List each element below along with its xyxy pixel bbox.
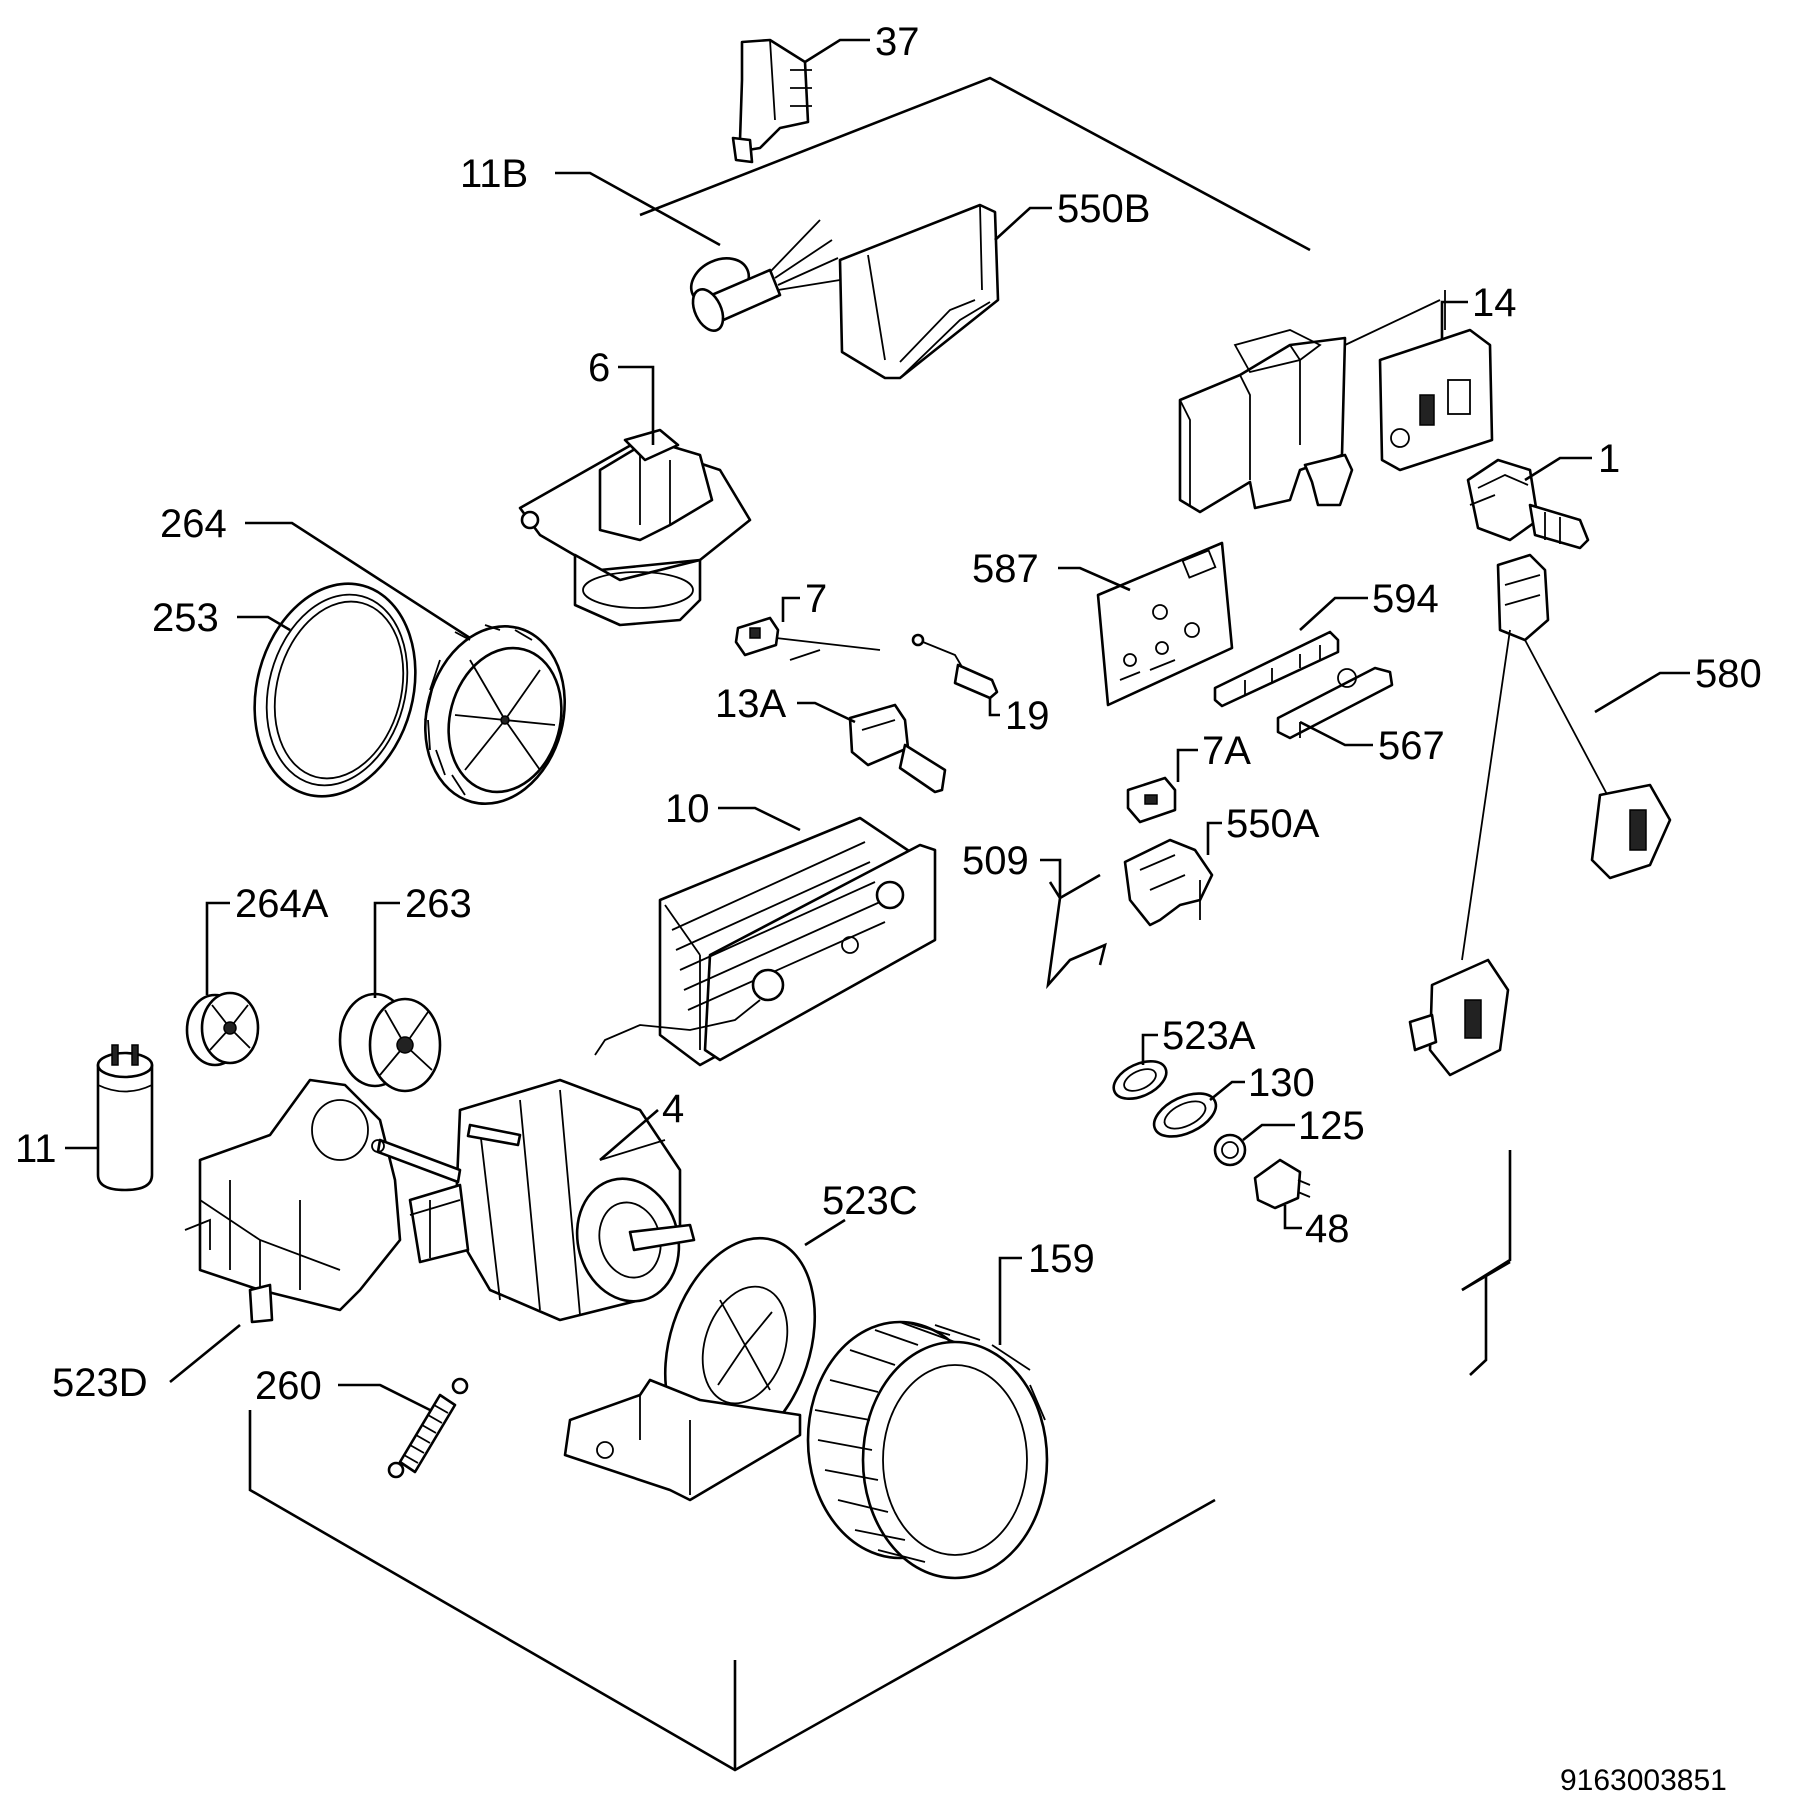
leader-260 [338,1383,431,1412]
part-523c-motor-flange [563,1236,817,1502]
leader-594 [1299,596,1368,631]
leader-11b [555,171,721,247]
label-7: 7 [805,577,827,621]
part-6-pump-assembly [518,428,752,627]
leader-550a [1206,821,1222,855]
label-264: 264 [160,502,227,546]
part-4-motor [371,1078,696,1322]
leader-264 [245,521,471,640]
part-550a-bracket [1123,838,1214,927]
part-587-control-board [1096,541,1234,707]
leader-159 [998,1256,1022,1345]
label-19: 19 [1005,694,1050,738]
part-10-heating-element [594,816,937,1067]
leader-253 [237,615,291,632]
leader-523a [1141,1033,1158,1065]
label-37: 37 [875,20,920,64]
part-580-wiring-harness [1408,553,1672,1077]
label-13a: 13A [715,682,786,726]
part-263-tension-pulley [338,992,442,1093]
leader-523c [804,1218,846,1247]
label-4: 4 [662,1087,684,1131]
part-130-seal [1152,1092,1218,1138]
label-253: 253 [152,596,219,640]
part-260-tension-spring [387,1377,469,1479]
label-1: 1 [1598,437,1620,481]
part-11b-suppressor-capacitor [689,219,841,332]
leader-509 [1040,858,1062,898]
part-594-mounting-strip [1213,630,1340,708]
leader-587 [1058,566,1131,592]
part-125-nut [1213,1133,1247,1167]
leader-263 [373,901,400,998]
label-130: 130 [1248,1061,1315,1105]
part-523a-gasket [1112,1059,1168,1101]
label-523d: 523D [52,1361,148,1405]
leader-523d [169,1323,241,1384]
part-37-terminal-block [731,38,812,164]
label-550b: 550B [1057,187,1150,231]
leader-13a [797,701,856,724]
label-263: 263 [405,882,472,926]
part-253-drive-belt [253,582,417,798]
label-580: 580 [1695,652,1762,696]
leader-1 [1524,456,1592,482]
leader-7 [781,596,800,622]
part-11-capacitor [96,1044,154,1192]
label-523c: 523C [822,1179,918,1223]
label-509: 509 [962,839,1029,883]
leader-4 [599,1109,659,1161]
part-7-microswitch [734,616,881,661]
label-550a: 550A [1226,802,1320,846]
leader-125 [1242,1123,1295,1142]
part-523d-motor-support [184,1078,402,1324]
label-11b: 11B [460,152,528,196]
leader-10 [718,806,801,832]
part-14-electronic-module [1178,290,1494,514]
leader-lines [65,38,1690,1412]
leader-567 [1299,720,1373,747]
label-48: 48 [1305,1207,1350,1251]
part-19-thermistor [911,633,999,700]
label-587: 587 [972,547,1039,591]
leader-130 [1209,1080,1245,1102]
label-567: 567 [1378,724,1445,768]
leader-48 [1283,1205,1302,1230]
part-48-thermostat [1253,1158,1311,1210]
document-number: 9163003851 [1560,1764,1727,1796]
leader-550b [994,206,1052,241]
leader-7a [1176,748,1198,782]
label-523a: 523A [1162,1014,1256,1058]
label-10: 10 [665,787,710,831]
part-509-wire [1046,873,1107,990]
label-594: 594 [1372,577,1439,621]
leader-6 [618,365,655,445]
part-13a-connector [848,703,947,794]
part-550b-cover [838,203,1000,380]
label-14: 14 [1472,281,1517,325]
label-264a: 264A [235,882,329,926]
leader-19 [988,698,1000,717]
callout-labels: 37 11B 550B 14 6 1 264 253 587 594 7 19 … [15,20,1762,1796]
leader-580 [1594,671,1690,714]
part-264-fan-wheel [424,624,566,805]
part-567-clip-bar [1276,666,1394,740]
cabinet-outline [248,76,1512,1772]
part-7a-microswitch [1126,776,1177,824]
part-264a-idler-pulley [185,991,260,1067]
part-1-selector-switch [1466,458,1590,550]
part-159-blower-fan [806,1320,1049,1580]
label-159: 159 [1028,1237,1095,1281]
label-6: 6 [588,346,610,390]
label-260: 260 [255,1364,322,1408]
label-11: 11 [15,1127,57,1171]
leader-264a [205,901,230,995]
leader-14 [1440,300,1468,340]
leader-37 [804,38,870,64]
label-7a: 7A [1202,729,1251,773]
label-125: 125 [1298,1104,1365,1148]
